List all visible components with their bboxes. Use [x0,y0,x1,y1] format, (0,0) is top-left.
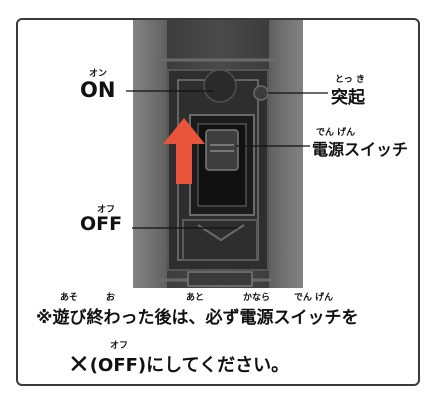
device-photo [126,20,328,288]
note-line1-ruby: あそ お あと かなら でん げん [60,293,334,303]
protrusion-label: 突起 [331,88,365,108]
power-switch-label-ruby: でん げん [316,128,356,138]
off-label-ruby: オフ [97,205,116,215]
protrusion-label-ruby: とっ き [335,75,365,85]
illustration-frame: オン ON とっ き 突起 でん げん 電源スイッチ オフ OFF あそ お あ… [16,18,420,386]
note-line2-text: (OFF)にしてください。 [89,355,290,376]
note-line2: ✕(OFF)にしてください。 [68,350,289,380]
off-label: OFF [80,213,123,235]
note-line1: ※遊び終わった後は、必ず電源スイッチを [36,308,359,328]
arrow-up-icon [163,118,205,184]
on-label-ruby: オン [89,69,108,79]
cross-mark-icon: ✕ [68,350,90,380]
note-line2-ruby: オフ [110,341,129,351]
on-label: ON [80,78,116,102]
power-switch-label: 電源スイッチ [312,140,409,159]
